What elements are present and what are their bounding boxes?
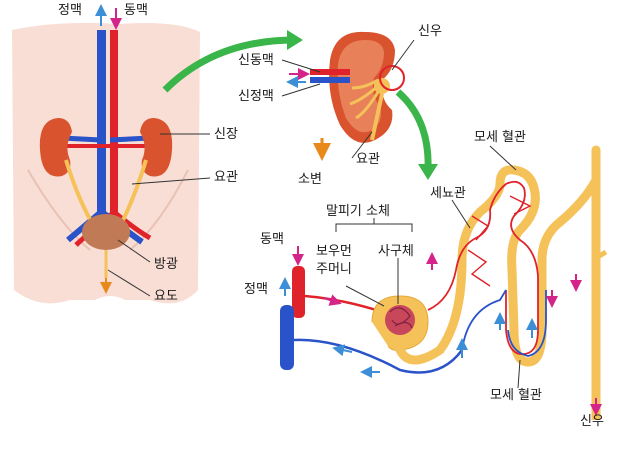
label-renal-vein: 신정맥 [238,89,274,104]
glomerulus-knot [385,305,415,335]
label-detail-vein: 정맥 [244,282,268,297]
detail-artery [292,266,305,318]
label-capillary-bottom: 모세 혈관 [490,388,542,403]
label-bladder: 방광 [154,257,178,272]
label-renal-artery: 신동맥 [238,53,274,68]
section-leaders [281,39,415,159]
label-urethra: 요도 [154,289,178,304]
label-kidney: 신장 [214,127,238,142]
label-artery: 동맥 [124,3,148,18]
kidneys [39,118,173,177]
malpighian-bracket [335,145,521,389]
nephron [280,145,608,420]
zoom-arrow-1 [162,36,296,93]
right-kidney [140,118,173,177]
renal-tubule [395,145,601,367]
label-vein: 정맥 [58,3,82,18]
kidney-section [310,31,405,143]
label-malpighian: 말피기 소체 [326,204,390,219]
label-urine: 소변 [298,172,322,187]
label-glomerulus: 사구체 [378,244,414,259]
vena-cava [97,30,106,215]
aorta [110,30,118,215]
label-capillary-top: 모세 혈관 [474,130,526,145]
body-leaders [107,133,211,297]
label-bowman-2: 주머니 [316,262,352,277]
left-kidney [39,118,72,177]
label-tubule: 세뇨관 [430,186,466,201]
label-ureter: 요관 [214,170,238,185]
label-bowman-1: 보우먼 [316,244,352,259]
label-ureter-section: 요관 [356,152,380,167]
label-detail-artery: 동맥 [260,232,284,247]
label-renal-pelvis-bottom: 신우 [580,414,604,429]
label-renal-pelvis: 신우 [418,24,442,39]
zoom-arrow-2 [395,89,432,171]
detail-vein [280,305,294,370]
bladder [82,214,130,250]
